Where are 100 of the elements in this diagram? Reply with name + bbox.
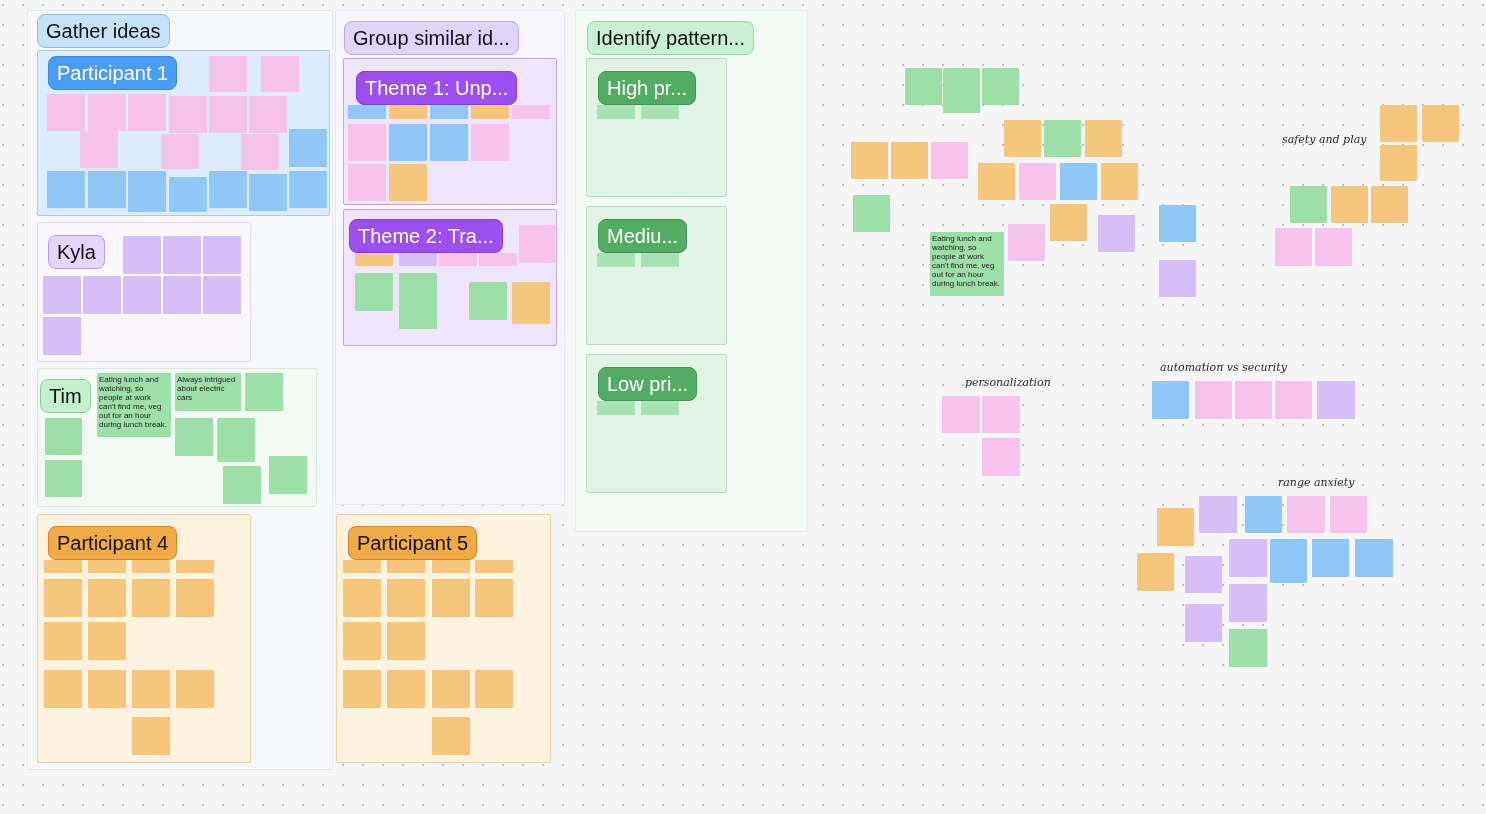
sticky-note (83, 276, 121, 314)
sticky-note (217, 418, 255, 462)
sticky-note (1287, 496, 1325, 533)
sticky-note (241, 134, 279, 170)
sticky-note (88, 171, 126, 208)
sticky-note (88, 622, 126, 660)
sticky-note (343, 579, 381, 617)
sticky-note (1229, 584, 1267, 622)
sticky-note (44, 670, 82, 708)
sticky-note (44, 579, 82, 617)
sticky-note (1371, 186, 1408, 223)
sticky-note (169, 177, 207, 212)
sticky-note (387, 670, 425, 708)
sticky-note (387, 560, 425, 573)
sticky-note (348, 105, 386, 119)
sticky-note (1229, 539, 1267, 577)
sticky-note (348, 164, 386, 201)
sticky-note (1380, 145, 1417, 181)
sticky-note (982, 68, 1019, 105)
sticky-note (45, 418, 82, 455)
sticky-note (223, 466, 261, 504)
sticky-note (1235, 381, 1272, 419)
section-frame (586, 354, 727, 493)
section-label: Group similar id... (344, 21, 519, 55)
sticky-note (1137, 553, 1174, 591)
handwritten-label: personalization (965, 376, 1051, 390)
sticky-note (1004, 120, 1041, 157)
sticky-note (387, 579, 425, 617)
sticky-note (519, 225, 555, 263)
section-label: Participant 1 (48, 56, 178, 90)
section-label: Mediu... (598, 219, 688, 253)
sticky-note (930, 232, 1004, 296)
sticky-note (249, 174, 287, 211)
sticky-note (399, 273, 437, 329)
note-text: Always intrigued about electric cars (177, 375, 237, 402)
sticky-note (1229, 629, 1267, 667)
sticky-note (343, 560, 381, 573)
sticky-note (978, 163, 1015, 200)
sticky-note (1098, 215, 1135, 252)
sticky-note (432, 560, 470, 573)
sticky-note (1380, 105, 1417, 142)
sticky-note (355, 253, 393, 266)
sticky-note (1330, 496, 1367, 533)
sticky-note (1085, 120, 1122, 157)
sticky-note (44, 622, 82, 660)
sticky-note (430, 105, 468, 119)
sticky-note (132, 717, 170, 755)
sticky-note (1355, 539, 1393, 577)
section-frame (37, 514, 251, 763)
sticky-note (389, 105, 427, 119)
sticky-note (88, 579, 126, 617)
sticky-note (1245, 496, 1282, 533)
sticky-note (1185, 556, 1222, 593)
sticky-note (469, 282, 507, 320)
sticky-note (399, 253, 437, 266)
sticky-note (597, 401, 635, 415)
sticky-note (245, 373, 283, 411)
sticky-note (432, 717, 470, 755)
sticky-note (641, 401, 679, 415)
sticky-note (1275, 228, 1312, 266)
sticky-note (88, 560, 126, 573)
sticky-note (1044, 120, 1081, 157)
sticky-note (132, 670, 170, 708)
section-frame (343, 209, 557, 346)
sticky-note (1275, 381, 1312, 419)
sticky-note (209, 171, 247, 208)
sticky-note (1101, 163, 1138, 200)
sticky-note (597, 105, 635, 119)
sticky-note (1008, 224, 1045, 261)
sticky-note (343, 670, 381, 708)
sticky-note (1159, 205, 1196, 242)
note-text: Eating lunch and watching, so people at work can't find me, veg out for an hour during lunch break. (99, 375, 169, 429)
sticky-note (641, 105, 679, 119)
handwritten-label: range anxiety (1278, 476, 1355, 490)
sticky-note (891, 142, 928, 179)
sticky-note (132, 560, 170, 573)
sticky-note (343, 622, 381, 660)
sticky-note (209, 96, 247, 133)
sticky-note (261, 56, 299, 92)
sticky-note (641, 253, 679, 267)
sticky-note (169, 96, 207, 133)
sticky-note (355, 273, 393, 311)
sticky-note (163, 236, 201, 274)
sticky-note (471, 105, 509, 119)
sticky-note (203, 276, 241, 314)
sticky-note (88, 94, 126, 131)
sticky-note (475, 560, 513, 573)
section-frame (586, 206, 727, 345)
section-label: Tim (40, 379, 91, 413)
sticky-note (269, 456, 307, 494)
handwritten-label: automation vs security (1160, 361, 1287, 375)
sticky-note (982, 396, 1020, 433)
section-label: Gather ideas (37, 14, 170, 48)
sticky-note (1270, 539, 1307, 583)
sticky-note (249, 96, 287, 133)
sticky-note (430, 124, 468, 161)
sticky-note (931, 142, 968, 179)
sticky-note (132, 579, 170, 617)
sticky-note (389, 124, 427, 161)
sticky-note (1157, 508, 1194, 546)
